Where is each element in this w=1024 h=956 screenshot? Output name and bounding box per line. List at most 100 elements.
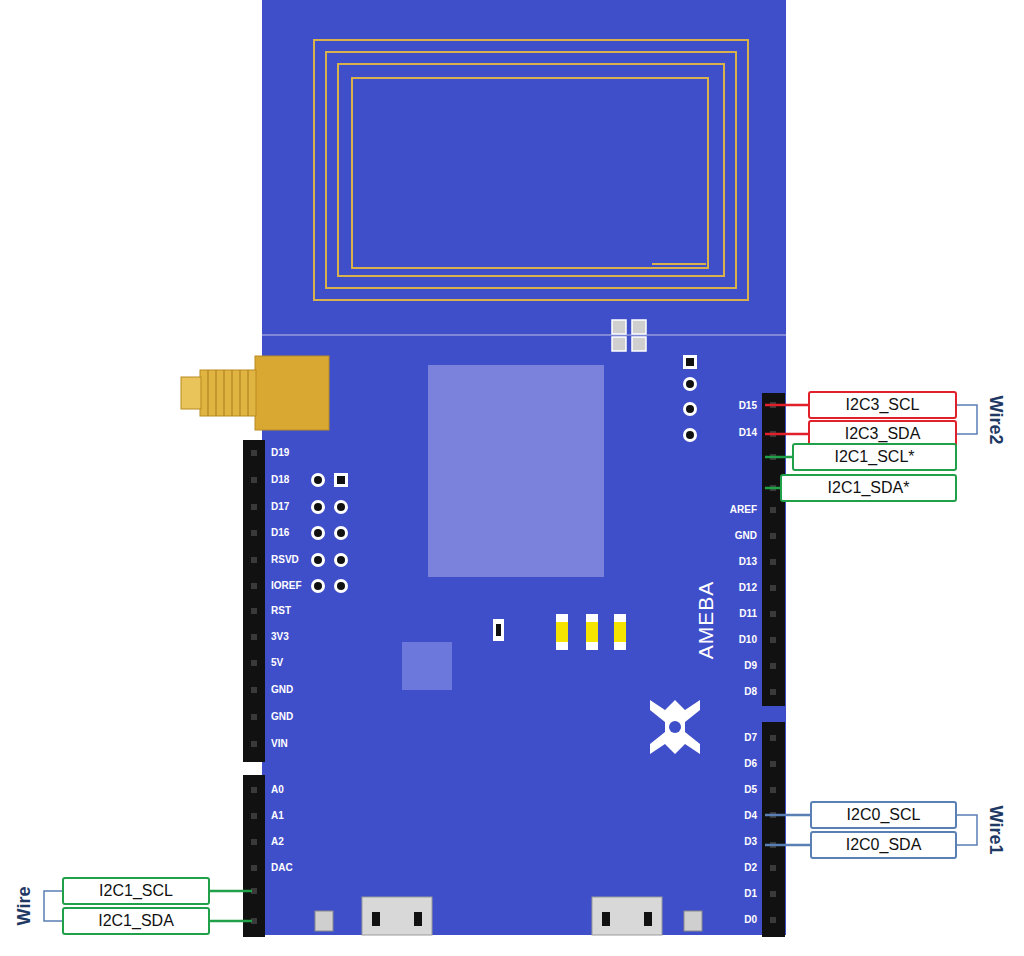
bus-brackets [957,815,977,845]
pin-headers [770,559,776,565]
pin-headers [770,611,776,617]
signal-name: I2C1_SDA* [828,480,910,496]
board-name: AMEBA [695,581,716,660]
sma-connector [232,370,233,416]
signal-name: I2C0_SDA [846,837,922,853]
pin-header-double [334,526,348,540]
small-parts [493,614,626,650]
small-parts [614,622,626,642]
pin-headers [251,634,257,640]
signal-name: I2C1_SCL* [834,449,914,465]
test-pads [632,320,646,334]
usb-connectors [592,897,662,935]
pin-header-small [683,428,697,442]
small-parts [496,624,501,636]
pin-name: A2 [271,837,284,847]
pin-headers [770,637,776,643]
pin-headers [243,775,265,937]
test-pads [632,337,646,351]
chip [428,365,604,577]
small-parts [556,622,568,642]
pin-headers [251,660,257,666]
pin-headers [251,608,257,614]
pin-headers [251,714,257,720]
pin-headers [770,533,776,539]
bus-name: Wire1 [987,806,1005,855]
sma-connector [224,370,225,416]
pin-name: D4 [744,811,757,821]
pin-name: AREF [730,505,757,515]
nfc-coil [652,263,706,265]
leader-lines [210,890,252,893]
pin-header-double [334,473,348,487]
pin-name: D9 [744,661,757,671]
leader-lines [765,814,810,817]
pin-header-double [314,582,322,590]
signal-box: I2C1_SDA [62,907,210,935]
pin-headers [770,735,776,741]
pin-headers [251,530,257,536]
chip [402,365,604,690]
pin-header-small [686,358,694,366]
board-body [262,0,786,935]
logo [650,700,700,754]
bus-name: Wire2 [987,396,1005,445]
pin-headers [770,761,776,767]
pin-name: 3V3 [271,632,289,642]
signal-box: I2C1_SCL* [792,443,957,471]
pin-name: D11 [739,609,757,619]
pin-headers [243,440,265,762]
pin-name: D17 [271,502,289,512]
logo [669,721,681,733]
pin-headers [251,583,257,589]
pin-header-small [683,377,697,391]
pin-headers [770,865,776,871]
usb-connectors [602,912,610,926]
pin-headers [770,891,776,897]
sma-connector [200,370,256,416]
leader-lines [765,487,780,490]
sma-connector [216,370,217,416]
small-parts [614,614,626,650]
test-pads [612,320,646,351]
pin-headers [251,787,257,793]
usb-connectors [414,912,422,926]
pin-name: DAC [271,863,293,873]
sma-connector [181,377,201,409]
pin-header-small [686,380,694,388]
nfc-coil [314,40,748,300]
pin-name: A0 [271,785,284,795]
pin-name: D1 [744,889,757,899]
pin-header-double [311,473,325,487]
pin-headers [770,507,776,513]
nfc-coil [326,52,736,288]
pin-header-double [311,526,325,540]
pin-headers [243,393,785,937]
pin-name: D19 [271,448,289,458]
usb-connectors [684,911,702,931]
signal-name: I2C3_SCL [846,397,920,413]
pin-header-double [334,553,348,567]
signal-name: I2C1_SDA [98,913,174,929]
pin-name: A1 [271,811,284,821]
pin-name: RSVD [271,555,299,565]
pin-headers [770,585,776,591]
pin-header-small [683,355,697,442]
small-parts [586,622,598,642]
signal-box: I2C0_SCL [810,801,957,829]
test-pads [612,337,626,351]
leader-lines [765,456,792,459]
signal-name: I2C0_SCL [847,807,921,823]
pin-headers [251,450,257,456]
pin-header-double [337,556,345,564]
pin-header-double [311,579,325,593]
pin-name: D14 [739,428,757,438]
signal-box: I2C1_SDA* [780,474,957,502]
pin-header-small [686,431,694,439]
small-parts [493,619,504,641]
pin-name: D12 [739,583,757,593]
usb-connectors [644,912,652,926]
leader-lines [765,404,808,407]
pin-header-double [314,529,322,537]
pin-name: D18 [271,475,289,485]
